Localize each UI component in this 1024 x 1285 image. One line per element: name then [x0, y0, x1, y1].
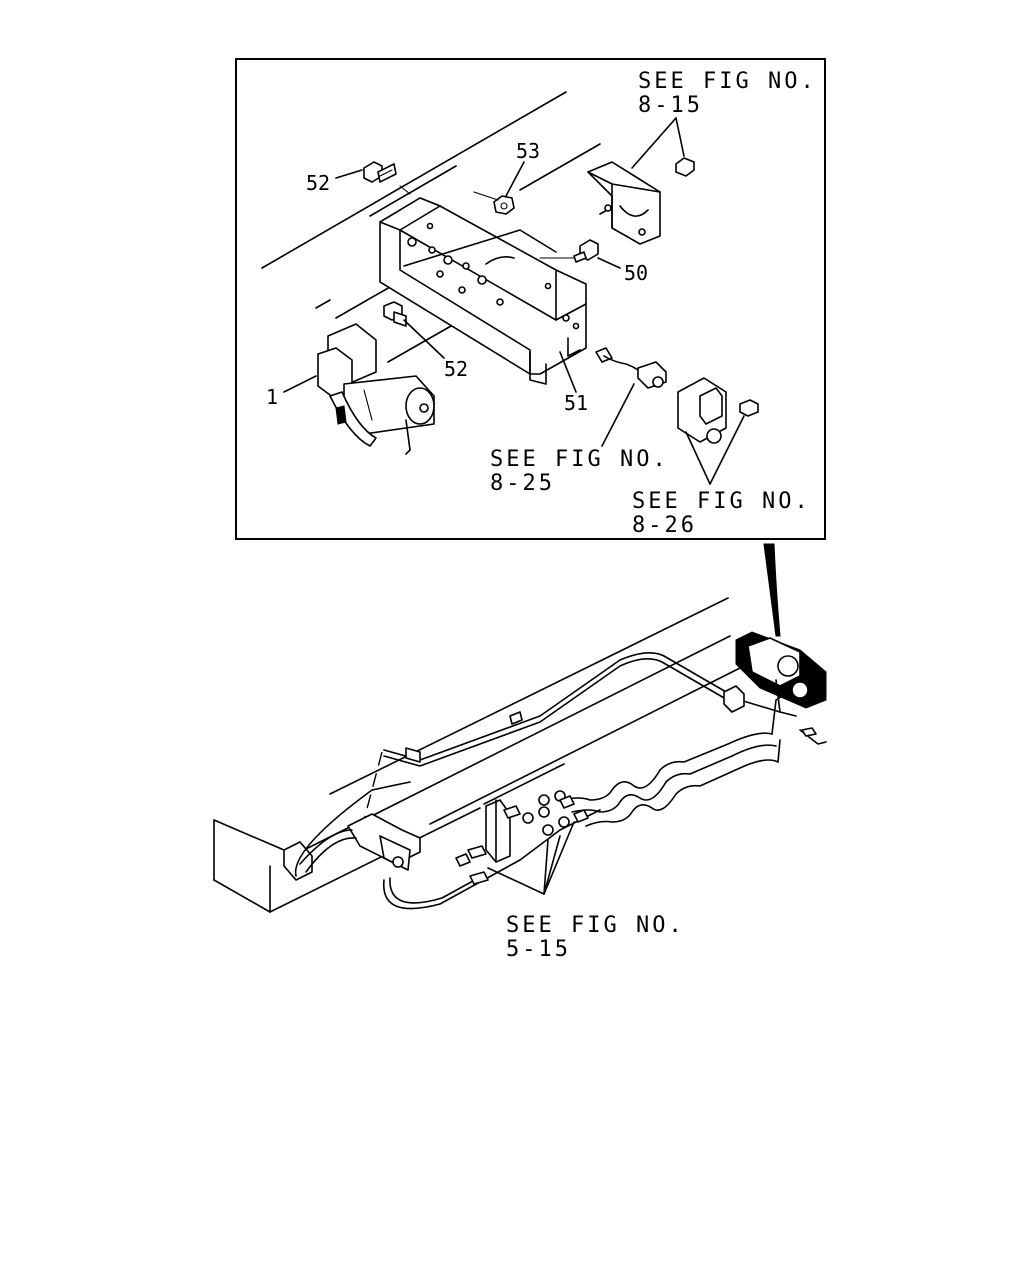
- main-assembly: SEE FIG NO. 5-15: [213, 597, 827, 962]
- callout-label: SEE FIG NO.: [490, 447, 669, 472]
- callout-see-fig-5-15: SEE FIG NO. 5-15: [506, 913, 685, 962]
- part-number-52: 52: [306, 171, 330, 195]
- actuator-right: [723, 631, 827, 745]
- cable-run: [363, 652, 781, 821]
- brake-assembly-left: [283, 781, 421, 881]
- bracket-51: [379, 197, 587, 385]
- callout-label: SEE FIG NO.: [632, 489, 811, 514]
- distribution-block: [455, 790, 589, 885]
- bolt-50: [539, 239, 599, 263]
- brake-lines: [383, 689, 793, 910]
- bracket-8-26: [677, 377, 759, 444]
- callout-label: SEE FIG NO.: [638, 69, 817, 94]
- callout-see-fig-8-25: SEE FIG NO. 8-25: [490, 447, 669, 496]
- inset-detail: 52 53 50 52 1 51 SEE FIG NO. 8-15 SEE FI…: [235, 58, 826, 540]
- starter-motor-1: [317, 323, 435, 455]
- callout-fig-number: 8-26: [632, 513, 697, 538]
- callout-fig-number: 8-15: [638, 93, 703, 118]
- inset-pointer: [763, 543, 781, 637]
- callout-label: SEE FIG NO.: [506, 913, 685, 938]
- callout-fig-number: 8-25: [490, 471, 555, 496]
- part-number-50: 50: [624, 261, 648, 285]
- part-number-52: 52: [444, 357, 468, 381]
- plate-8-15: [587, 157, 695, 245]
- nut-53: [473, 191, 515, 215]
- callout-see-fig-8-26: SEE FIG NO. 8-26: [632, 489, 811, 538]
- part-number-1: 1: [266, 385, 278, 409]
- leader-lines: [283, 117, 745, 485]
- callout-see-fig-8-15: SEE FIG NO. 8-15: [638, 69, 817, 118]
- bolt-52-lower: [383, 301, 407, 327]
- sensor-8-25: [595, 347, 667, 389]
- part-number-51: 51: [564, 391, 588, 415]
- callout-fig-number: 5-15: [506, 937, 571, 962]
- leader-lines-5-15: [487, 821, 575, 895]
- part-number-53: 53: [516, 139, 540, 163]
- bolt-52-upper: [363, 161, 411, 195]
